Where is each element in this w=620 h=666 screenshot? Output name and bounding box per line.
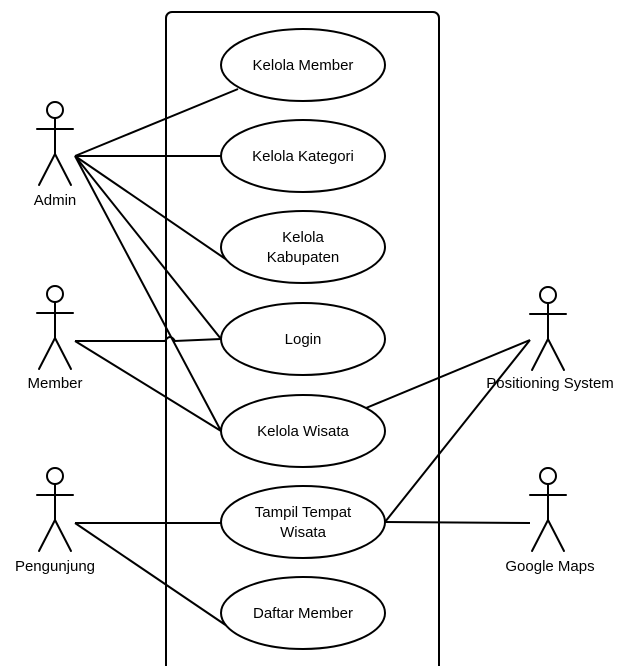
actor-stick-figure [36,101,74,186]
actor-positioning: Positioning System [486,286,614,392]
actor-pengunjung: Pengunjung [15,467,95,575]
actor-stick-figure [529,286,567,371]
use-case-ellipse [220,302,386,376]
actor-left-leg [531,338,549,371]
use-case-ellipse [220,210,386,284]
system-boundary [165,11,440,666]
actor-right-leg [54,337,72,370]
use-case-ellipse [220,28,386,102]
actor-right-leg [547,338,565,371]
association-member-kelola_wisata [74,340,222,432]
actor-head [539,286,557,304]
use-case-kelola-member: Kelola Member [220,28,386,102]
actor-left-leg [38,519,56,552]
actor-label: Admin [34,192,77,209]
actor-stick-figure [36,467,74,552]
actor-label: Google Maps [505,558,594,575]
use-case-kelola-wisata: Kelola Wisata [220,394,386,468]
use-case-label: Kelola Kategori [252,148,354,165]
use-case-label: Kelola Wisata [257,423,349,440]
association-positioning-kelola_wisata [365,339,531,409]
use-case-label: Daftar Member [253,605,353,622]
actor-head [46,101,64,119]
association-admin-kelola_wisata [74,155,222,432]
use-case-kelola-kategori: Kelola Kategori [220,119,386,193]
actor-label: Pengunjung [15,558,95,575]
use-case-label: Tampil Tempat [255,504,352,521]
actor-head [46,285,64,303]
use-case-label: Kelola Member [253,57,354,74]
use-case-login: Login [220,302,386,376]
association-admin-kelola_member [74,88,239,157]
association-pengunjung-daftar_member [74,522,228,627]
use-case-ellipse [220,485,386,559]
actor-gmaps: Google Maps [505,467,595,575]
actor-right-leg [547,519,565,552]
actor-stick-figure [529,467,567,552]
actor-head [46,467,64,485]
actor-admin: Admin [34,101,77,209]
use-case-label: Kabupaten [267,249,340,266]
actor-left-leg [38,153,56,186]
association-member-login [75,336,222,343]
actor-head [539,467,557,485]
use-case-label: Wisata [280,524,327,541]
use-case-label: Kelola [282,229,324,246]
actor-left-leg [38,337,56,370]
use-case-daftar-member: Daftar Member [220,576,386,650]
actor-label: Positioning System [486,375,614,392]
use-case-ellipse [220,394,386,468]
actor-label: Member [27,375,82,392]
associations-layer [74,88,531,627]
association-admin-login [74,155,222,340]
use-case-label: Login [285,331,322,348]
association-admin-kelola_kabupaten [74,155,228,261]
use-case-ellipse [220,119,386,193]
association-gmaps-tampil_tempat_wisata [384,521,531,524]
actor-left-leg [531,519,549,552]
actor-right-leg [54,153,72,186]
use-case-ellipse [220,576,386,650]
actor-member: Member [27,285,83,392]
actor-stick-figure [36,285,74,370]
association-positioning-tampil_tempat_wisata [384,339,531,523]
actor-right-leg [54,519,72,552]
